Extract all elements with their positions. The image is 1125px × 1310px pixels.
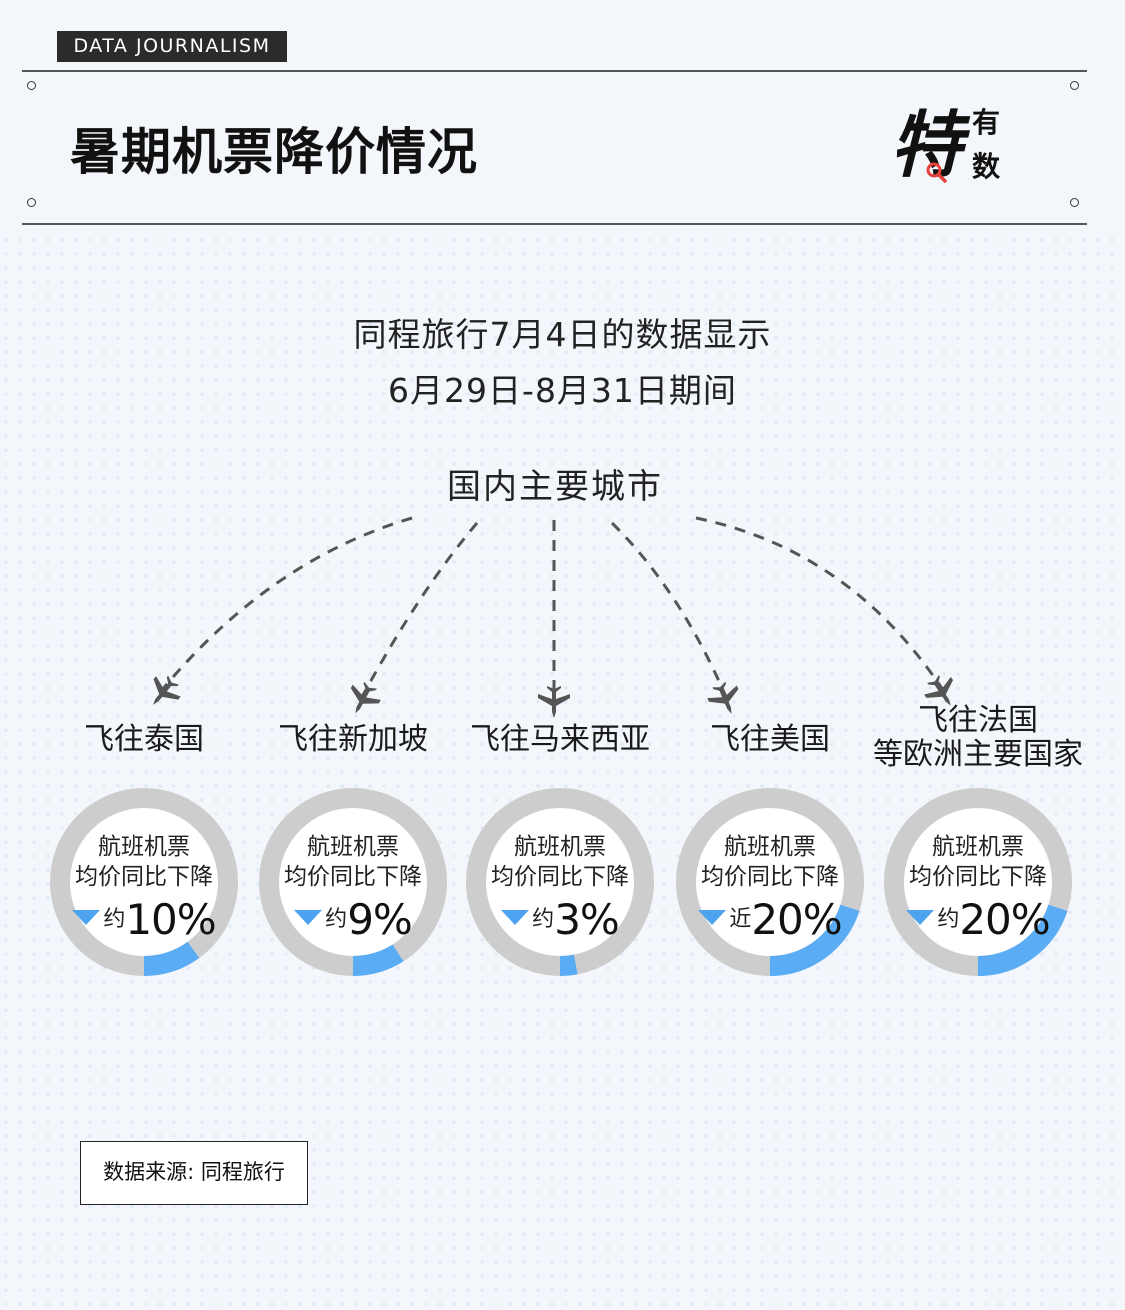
ring-gauge: 航班机票均价同比下降约20%: [880, 784, 1076, 980]
ring-gauge-svg: [676, 788, 864, 976]
destination-label: 飞往新加坡: [233, 723, 473, 757]
airplane-icon: [350, 681, 381, 714]
destination-label-line: 飞往马来西亚: [470, 722, 650, 757]
destination-label-line: 飞往新加坡: [278, 722, 428, 757]
top-divider: [22, 70, 1087, 72]
ring-caption-line-2: 均价同比下降: [75, 864, 213, 890]
origin-label: 国内主要城市: [447, 467, 663, 507]
down-triangle-icon: [501, 910, 530, 925]
page-title: 暑期机票降价情况: [70, 123, 478, 181]
brand-logo: 特 有 数: [890, 100, 1020, 195]
airplane-icon: [538, 686, 570, 718]
ring-gauge: 航班机票均价同比下降近20%: [672, 784, 868, 980]
value-label: 3%: [554, 895, 620, 944]
value-qualifier: 约: [103, 907, 126, 932]
ring-value-arc: [259, 788, 447, 976]
ring-caption-line-2: 均价同比下降: [284, 864, 422, 890]
dashed-arrow-line: [160, 516, 413, 691]
ring-gauge: 航班机票均价同比下降约9%: [255, 784, 451, 980]
ring-caption-line-1: 航班机票: [932, 834, 1024, 860]
value-qualifier: 约: [325, 907, 348, 932]
ring-value-arc: [50, 788, 238, 976]
ring-caption: 航班机票均价同比下降近20%: [672, 784, 868, 942]
value-qualifier: 约: [532, 907, 555, 932]
destination-label: 飞往泰国: [24, 723, 264, 757]
ring-caption-line-1: 航班机票: [514, 834, 606, 860]
ring-value-arc: [466, 788, 654, 976]
down-triangle-icon: [906, 910, 935, 925]
ring-value: 近20%: [672, 898, 868, 942]
destination-label-line: 飞往泰国: [84, 722, 204, 757]
bottom-divider: [22, 223, 1087, 225]
airplane-icon: [153, 675, 181, 705]
down-triangle-icon: [698, 910, 727, 925]
ring-value-arc: [676, 788, 864, 976]
magnifier-icon: [926, 162, 947, 183]
ring-caption-line-1: 航班机票: [98, 834, 190, 860]
ring-value: 约9%: [255, 898, 451, 942]
ring-caption: 航班机票均价同比下降约9%: [255, 784, 451, 942]
subtitle-line-2: 6月29日-8月31日期间: [388, 371, 737, 410]
ring-gauge: 航班机票均价同比下降约10%: [46, 784, 242, 980]
ring-gauge-svg: [50, 788, 238, 976]
down-triangle-icon: [294, 910, 323, 925]
value-qualifier: 约: [937, 907, 960, 932]
logo-top-char: 有: [972, 106, 1001, 139]
destination-label-line: 飞往美国: [710, 722, 830, 757]
destination-label-line: 飞往法国: [918, 703, 1038, 738]
dashed-arrow-line: [360, 522, 479, 698]
value-label: 10%: [125, 895, 216, 944]
corner-dot-top-right: [1070, 81, 1079, 90]
ring-value: 约3%: [462, 898, 658, 942]
ring-gauge: 航班机票均价同比下降约3%: [462, 784, 658, 980]
dashed-arrow-line: [695, 516, 945, 691]
logo-bottom-char: 数: [972, 150, 1001, 183]
destination-label-line: 等欧洲主要国家: [873, 737, 1083, 772]
logo-main-char: 特: [890, 103, 963, 187]
ring-caption: 航班机票均价同比下降约10%: [46, 784, 242, 942]
dashed-arrow-line: [610, 521, 728, 698]
subtitle-line-1: 同程旅行7月4日的数据显示: [353, 315, 772, 354]
destination-label: 飞往马来西亚: [440, 723, 680, 757]
ring-caption-line-1: 航班机票: [307, 834, 399, 860]
ring-value: 约20%: [880, 898, 1076, 942]
ring-value: 约10%: [46, 898, 242, 942]
corner-dot-bottom-left: [27, 198, 36, 207]
destination-label: 飞往法国等欧洲主要国家: [858, 704, 1098, 772]
ring-caption-line-2: 均价同比下降: [701, 864, 839, 890]
corner-dot-top-left: [27, 81, 36, 90]
data-journalism-tag: DATA JOURNALISM: [57, 31, 287, 62]
down-triangle-icon: [72, 910, 101, 925]
ring-caption-line-2: 均价同比下降: [909, 864, 1047, 890]
airplane-icon: [707, 681, 739, 714]
destination-label: 飞往美国: [650, 723, 890, 757]
ring-caption-line-1: 航班机票: [724, 834, 816, 860]
data-source-box: 数据来源: 同程旅行: [80, 1141, 308, 1205]
ring-value-arc: [884, 788, 1072, 976]
ring-caption-line-2: 均价同比下降: [491, 864, 629, 890]
corner-dot-bottom-right: [1070, 198, 1079, 207]
value-label: 20%: [751, 895, 842, 944]
value-qualifier: 近: [729, 907, 752, 932]
value-label: 9%: [347, 895, 413, 944]
ring-caption: 航班机票均价同比下降约20%: [880, 784, 1076, 942]
value-label: 20%: [959, 895, 1050, 944]
airplane-icon: [924, 675, 954, 706]
ring-caption: 航班机票均价同比下降约3%: [462, 784, 658, 942]
ring-gauge-svg: [884, 788, 1072, 976]
